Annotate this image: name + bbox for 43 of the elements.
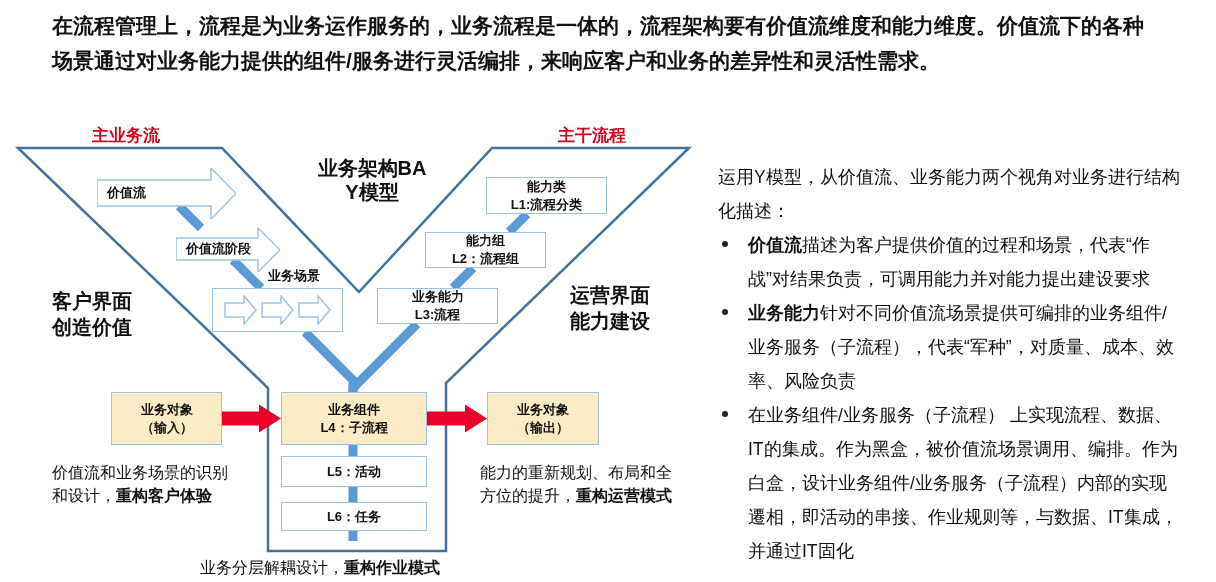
bullet-item: 业务能力针对不同价值流场景提供可编排的业务组件/业务服务（子流程），代表“军种”，对质量、成本、效率、风险负责 bbox=[748, 302, 1175, 393]
box-subtitle: L2：流程组 bbox=[451, 250, 520, 268]
box-title: 业务组件 bbox=[328, 400, 380, 419]
process-box bbox=[111, 392, 222, 445]
box-title: 业务对象 bbox=[517, 400, 569, 419]
box-title: L5：活动 bbox=[326, 462, 382, 481]
section-heading: 主业务流 bbox=[92, 125, 161, 147]
block-arrow bbox=[222, 404, 281, 433]
note-text: 价值流和业务场景的识别和设计，重构客户体验 bbox=[52, 463, 229, 506]
note-text: 业务分层解耦设计，重构作业模式 bbox=[200, 558, 441, 578]
connector-bar bbox=[348, 487, 358, 502]
process-box bbox=[281, 502, 427, 531]
connector-bar bbox=[348, 445, 358, 456]
description-text: 运用Y模型，从价值流、业务能力两个视角对业务进行结构化描述： bbox=[718, 166, 1181, 223]
section-heading: 主干流程 bbox=[558, 125, 627, 147]
arrow-label: 价值流 bbox=[107, 184, 146, 202]
box-title: 业务对象 bbox=[140, 400, 193, 419]
bullet-item: 价值流描述为客户提供价值的过程和场景，代表“作战”对结果负责，可调用能力并对能力提出建设要求 bbox=[748, 234, 1151, 291]
bullet-item: 在业务组件/业务服务（子流程） 上实现流程、数据、IT的集成。作为黑盒，被价值流场景调用、编排。作为白盒，设计业务组件/业务服务（子流程）内部的实现遷相，即活动的串接、作业规则等，与数据、IT集成，并通过IT固化 bbox=[748, 404, 1179, 563]
intro-paragraph: 在流程管理上，流程是为业务运作服务的，业务流程是一体的，流程架构要有价值流维度和能力维度。价值流下的各种场景通过对业务能力提供的组件/服务进行灵活编排，来响应客户和业务的差异性和灵活性需求。 bbox=[52, 13, 1145, 74]
process-box bbox=[487, 392, 599, 445]
process-box bbox=[281, 392, 427, 445]
box-title: 能力组 bbox=[466, 232, 505, 250]
model-name-text: 业务架构BA Y模型 bbox=[316, 156, 428, 204]
process-box bbox=[486, 177, 607, 214]
box-subtitle: L3:流程 bbox=[414, 306, 461, 324]
box-subtitle: （输出） bbox=[517, 418, 569, 437]
box-title: L6：任务 bbox=[326, 507, 382, 526]
side-caption: 运营界面能力建设 bbox=[570, 283, 651, 334]
box-subtitle: （输入） bbox=[140, 418, 193, 437]
box-title: 能力类 bbox=[527, 177, 566, 196]
box-heading: 业务场景 bbox=[268, 267, 320, 285]
box-subtitle: L4：子流程 bbox=[320, 418, 388, 437]
block-arrow bbox=[427, 404, 487, 433]
process-box bbox=[281, 456, 427, 487]
box-subtitle: L1:流程分类 bbox=[510, 195, 583, 214]
arrow-label: 价值流阶段 bbox=[186, 240, 251, 258]
process-box bbox=[377, 288, 498, 324]
side-caption: 客户界面创造价值 bbox=[52, 289, 133, 340]
note-text: 能力的重新规划、布局和全方位的提升，重构运营模式 bbox=[480, 463, 673, 506]
block-arrow-shape bbox=[97, 168, 236, 219]
process-box bbox=[425, 232, 546, 268]
box-title: 业务能力 bbox=[411, 288, 464, 306]
